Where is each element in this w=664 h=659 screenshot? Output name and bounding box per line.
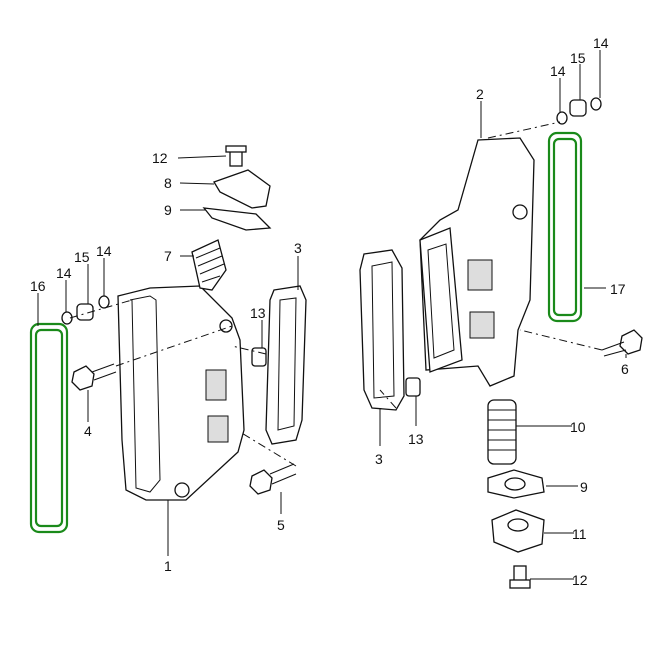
label-1: 1 [164, 558, 172, 574]
cover-1[interactable] [117, 285, 245, 501]
label-15-right: 15 [570, 50, 586, 66]
gasket-9-left[interactable] [202, 207, 272, 231]
seal-ring-14-left[interactable] [61, 311, 73, 325]
breather-hose-7[interactable] [191, 239, 227, 291]
label-14-left-b: 14 [96, 243, 112, 259]
label-14-left: 14 [56, 265, 72, 281]
gasket-16[interactable] [29, 322, 69, 534]
label-10: 10 [570, 419, 586, 435]
right-labels: 2 14 15 14 17 6 3 13 10 9 11 12 [375, 35, 629, 588]
label-8: 8 [164, 175, 172, 191]
label-9-right: 9 [580, 479, 588, 495]
bushing-15-right[interactable] [569, 99, 587, 117]
dowel-13-left[interactable] [251, 347, 267, 367]
dowel-13-right[interactable] [405, 377, 421, 397]
flange-8[interactable] [213, 169, 271, 209]
breather-hose-10[interactable] [487, 399, 517, 465]
label-5: 5 [277, 517, 285, 533]
gasket-17[interactable] [547, 131, 583, 323]
housing-2[interactable] [419, 137, 535, 387]
label-7: 7 [164, 248, 172, 264]
label-6: 6 [621, 361, 629, 377]
label-2: 2 [476, 86, 484, 102]
label-13-left: 13 [250, 305, 266, 321]
label-9-left: 9 [164, 202, 172, 218]
label-12-right: 12 [572, 572, 588, 588]
label-14-right: 14 [550, 63, 566, 79]
label-17: 17 [610, 281, 626, 297]
label-16: 16 [30, 278, 46, 294]
label-3-left: 3 [294, 240, 302, 256]
gasket-3-left[interactable] [265, 285, 307, 445]
bushing-15-left[interactable] [76, 303, 94, 321]
flange-11[interactable] [491, 509, 545, 553]
label-3-right: 3 [375, 451, 383, 467]
label-4: 4 [84, 423, 92, 439]
label-13-right: 13 [408, 431, 424, 447]
bolt-6[interactable] [601, 329, 643, 357]
seal-ring-14-left-b[interactable] [98, 295, 110, 309]
bolt-5[interactable] [249, 463, 297, 495]
left-labels: 12 8 9 7 3 15 14 14 16 13 4 5 1 [30, 150, 302, 574]
seal-ring-14-right[interactable] [556, 111, 568, 125]
seal-ring-14-right-b[interactable] [590, 97, 602, 111]
label-14-right-b: 14 [593, 35, 609, 51]
bolt-12-left[interactable] [225, 145, 247, 167]
label-11: 11 [572, 526, 587, 542]
bolt-12-right[interactable] [509, 565, 531, 589]
gasket-9-right[interactable] [487, 469, 545, 499]
label-15-left: 15 [74, 249, 90, 265]
label-12-left: 12 [152, 150, 168, 166]
bolt-4[interactable] [71, 363, 117, 391]
gasket-3-right[interactable] [359, 249, 405, 411]
